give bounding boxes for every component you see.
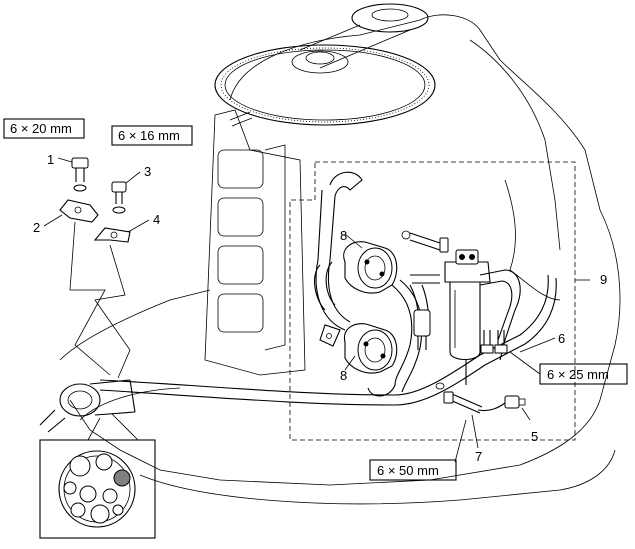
fuel-filter xyxy=(444,249,491,385)
flywheel xyxy=(214,44,436,126)
svg-text:6 × 50 mm: 6 × 50 mm xyxy=(377,463,439,478)
leader-zigzag-4 xyxy=(94,244,131,379)
callout-3: 3 xyxy=(144,164,151,179)
callout-9: 9 xyxy=(600,272,607,287)
callout-4: 4 xyxy=(153,212,160,227)
pulley xyxy=(351,3,429,33)
bolt-1 xyxy=(71,157,89,192)
spec-box-6x25: 6 × 25 mm xyxy=(539,363,628,385)
callout-7: 7 xyxy=(475,449,482,464)
spec-box-6x16: 6 × 16 mm xyxy=(111,125,193,146)
spec-box-6x20: 6 × 20 mm xyxy=(3,118,85,139)
fuel-pump-upper xyxy=(314,241,398,311)
highlighted-pin xyxy=(113,469,131,487)
bracket-2 xyxy=(59,199,99,223)
callout-2: 2 xyxy=(33,220,40,235)
callout-5: 5 xyxy=(531,429,538,444)
assembly-boundary-9 xyxy=(289,161,576,441)
connector xyxy=(504,395,520,409)
fuel-hoses xyxy=(99,171,557,406)
fuel-pump-lower xyxy=(319,323,398,374)
bracket-4 xyxy=(93,227,131,243)
bolts-in-assembly xyxy=(401,230,526,414)
callout-leaders xyxy=(43,157,590,463)
spec-box-6x50: 6 × 50 mm xyxy=(369,459,457,481)
callout-1: 1 xyxy=(47,152,54,167)
bolt-3 xyxy=(111,181,127,214)
svg-text:6 × 20 mm: 6 × 20 mm xyxy=(10,121,72,136)
connector-detail-inset xyxy=(39,413,156,539)
inline-filter xyxy=(413,309,431,337)
svg-text:6 × 25 mm: 6 × 25 mm xyxy=(547,367,609,382)
electrical-connector xyxy=(39,379,136,433)
svg-text:6 × 16 mm: 6 × 16 mm xyxy=(118,128,180,143)
callout-8-lower: 8 xyxy=(340,368,347,383)
leader-zigzag-2 xyxy=(69,221,111,376)
callout-8-upper: 8 xyxy=(340,228,347,243)
callout-6: 6 xyxy=(558,331,565,346)
